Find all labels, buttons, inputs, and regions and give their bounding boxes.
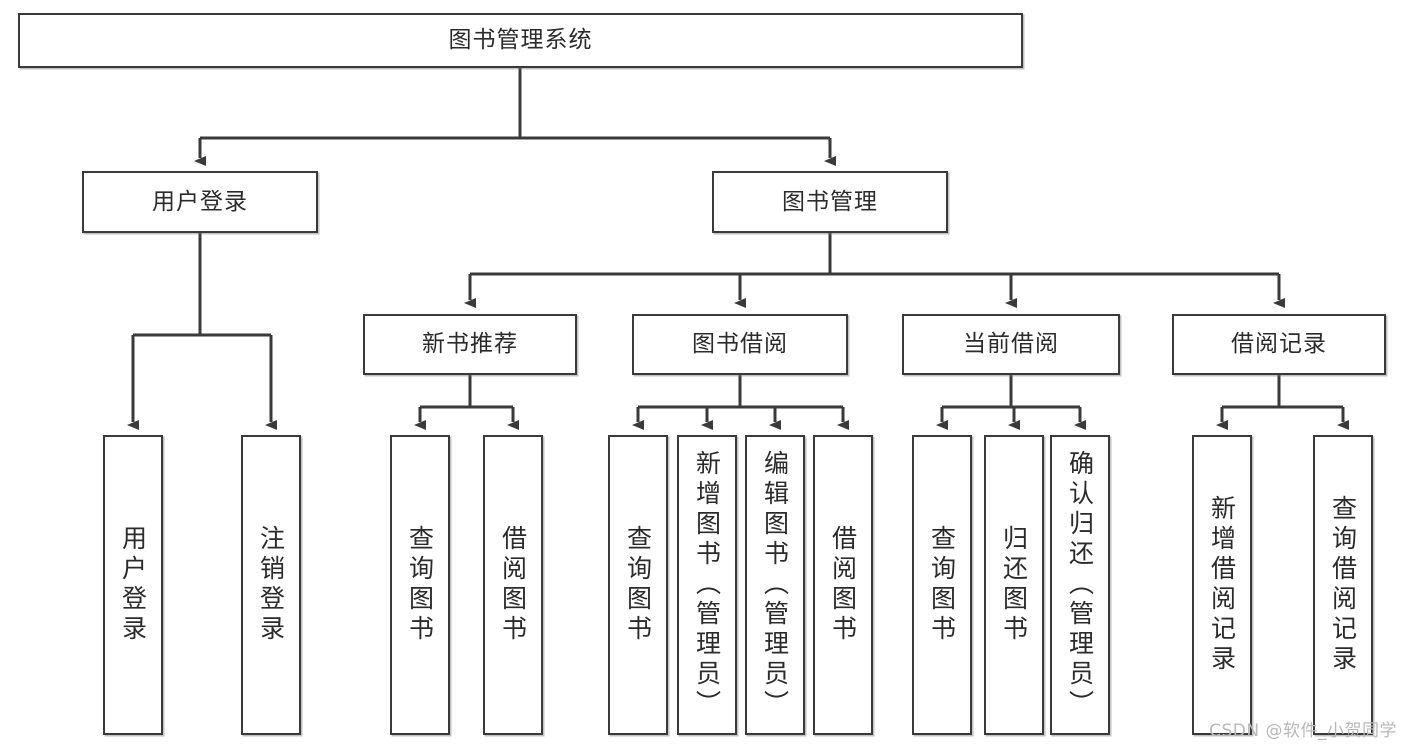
node-label: 图书管理系统: [448, 27, 593, 54]
node-leaf-borrow-book-1[interactable]: 借阅图书: [483, 435, 543, 735]
node-root-system[interactable]: 图书管理系统: [18, 13, 1023, 68]
node-label: 注销登录: [256, 525, 286, 645]
node-borrow-record[interactable]: 借阅记录: [1172, 314, 1386, 375]
node-leaf-confirm-return[interactable]: 确认归还（管理员）: [1050, 435, 1110, 735]
node-leaf-query-book-3[interactable]: 查询图书: [912, 435, 972, 735]
node-leaf-query-borrow-record[interactable]: 查询借阅记录: [1313, 435, 1373, 735]
node-label: 新增借阅记录: [1207, 495, 1237, 675]
node-label: 当前借阅: [963, 331, 1059, 358]
node-leaf-query-book-1[interactable]: 查询图书: [390, 435, 450, 735]
node-label: 借阅记录: [1231, 331, 1327, 358]
node-leaf-query-book-2[interactable]: 查询图书: [608, 435, 668, 735]
node-leaf-add-book[interactable]: 新增图书（管理员）: [677, 435, 737, 735]
node-leaf-user-logout[interactable]: 注销登录: [241, 435, 301, 735]
node-label: 借阅图书: [498, 525, 528, 645]
node-book-manage[interactable]: 图书管理: [712, 171, 948, 233]
node-label: 新增图书（管理员）: [692, 450, 722, 720]
node-label: 借阅图书: [828, 525, 858, 645]
node-leaf-edit-book[interactable]: 编辑图书（管理员）: [745, 435, 805, 735]
node-label: 用户登录: [118, 525, 148, 645]
node-label: 确认归还（管理员）: [1065, 450, 1095, 720]
node-label: 查询借阅记录: [1328, 495, 1358, 675]
node-label: 查询图书: [927, 525, 957, 645]
node-current-borrow[interactable]: 当前借阅: [902, 314, 1120, 375]
node-book-borrow[interactable]: 图书借阅: [632, 314, 848, 375]
node-label: 查询图书: [405, 525, 435, 645]
node-leaf-add-borrow-record[interactable]: 新增借阅记录: [1192, 435, 1252, 735]
node-leaf-return-book[interactable]: 归还图书: [984, 435, 1044, 735]
node-label: 新书推荐: [422, 331, 518, 358]
node-label: 编辑图书（管理员）: [760, 450, 790, 720]
node-label: 查询图书: [623, 525, 653, 645]
node-new-book-recommend[interactable]: 新书推荐: [363, 314, 577, 375]
node-label: 用户登录: [152, 188, 248, 215]
node-user-login[interactable]: 用户登录: [82, 171, 318, 233]
node-label: 归还图书: [999, 525, 1029, 645]
node-label: 图书借阅: [692, 331, 788, 358]
node-leaf-borrow-book-2[interactable]: 借阅图书: [813, 435, 873, 735]
csdn-watermark: CSDN @软件_小贺同学: [1209, 721, 1397, 741]
node-leaf-user-login[interactable]: 用户登录: [103, 435, 163, 735]
node-label: 图书管理: [782, 188, 878, 215]
